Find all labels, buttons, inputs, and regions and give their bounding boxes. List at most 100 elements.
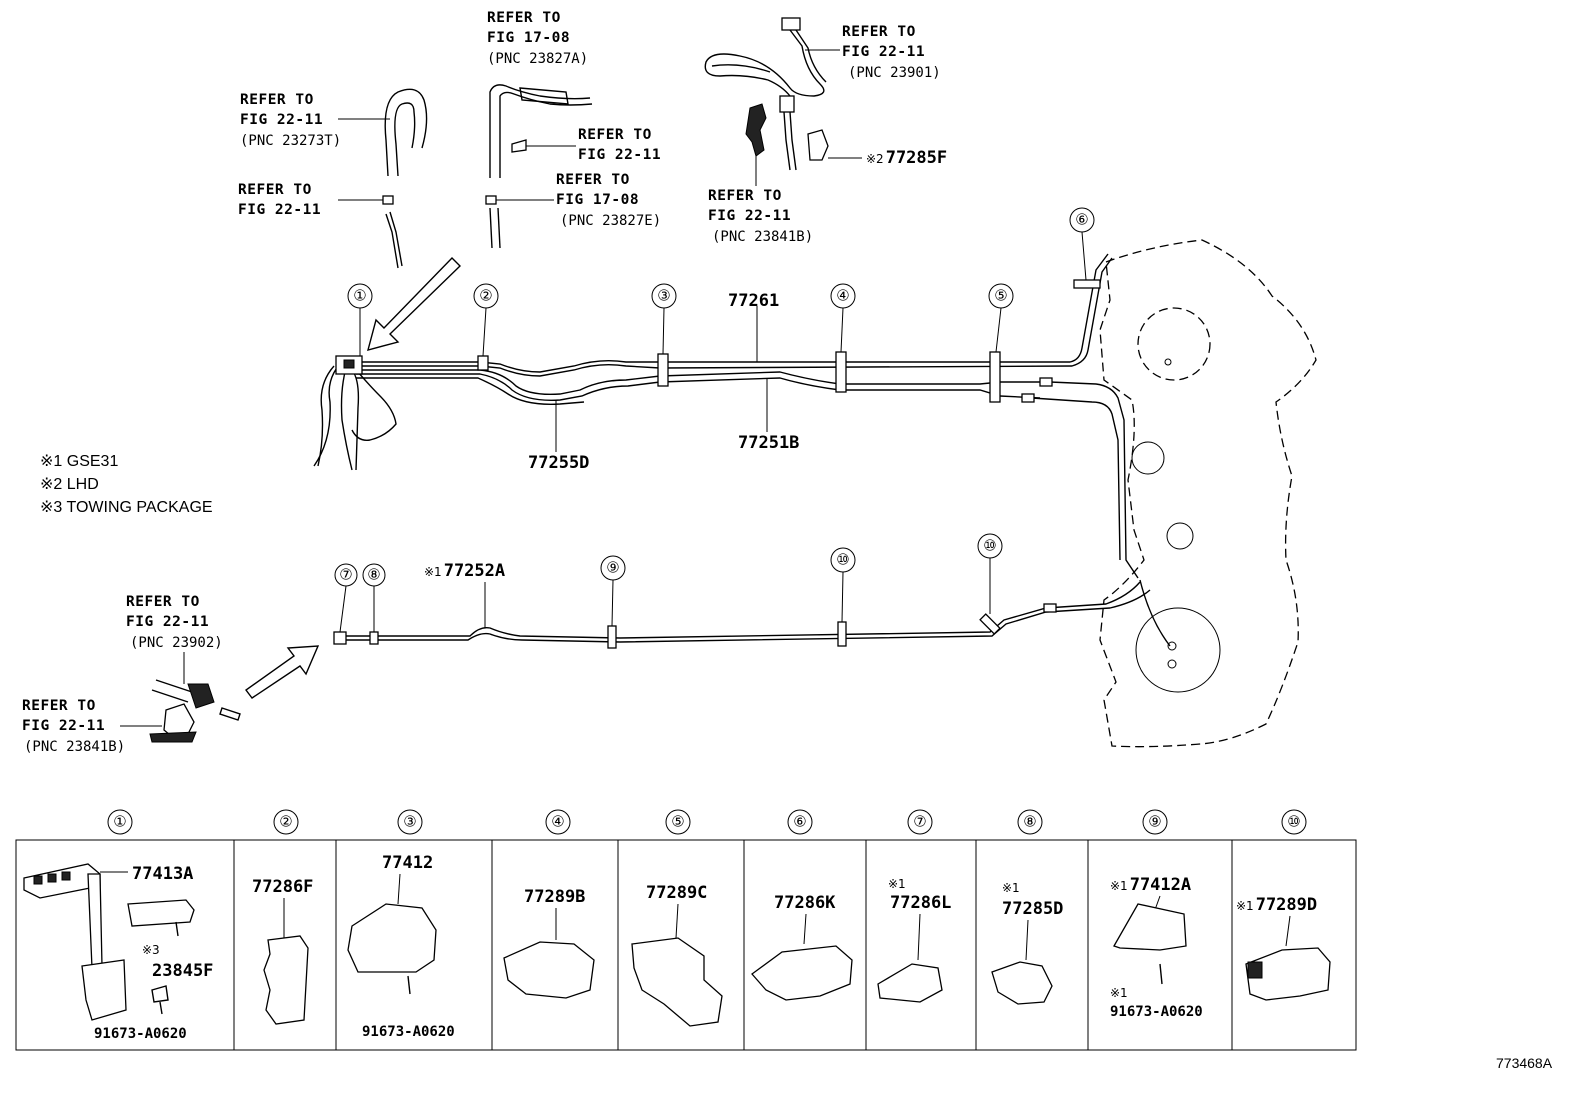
ref-sketch-lower-left xyxy=(149,679,241,743)
fuel-tank-outline xyxy=(1099,239,1317,748)
callout-7 xyxy=(334,563,358,633)
ref-3-line-1: REFER TO xyxy=(487,10,561,26)
svg-text:③: ③ xyxy=(403,814,416,831)
cell-6-sketch xyxy=(751,945,853,1001)
svg-text:(PNC 23827A): (PNC 23827A) xyxy=(487,51,588,67)
svg-text:FIG 17-08: FIG 17-08 xyxy=(487,30,570,46)
ref-sketch-canister-hose xyxy=(704,17,829,171)
svg-text:REFER TO: REFER TO xyxy=(487,10,561,26)
cell-9-sketch xyxy=(1113,903,1187,951)
cell-5-leader xyxy=(675,903,679,939)
main-fuel-lines xyxy=(313,253,1139,579)
callout-3-num: ③ xyxy=(657,288,670,305)
cell-7-sketch xyxy=(877,963,943,1003)
svg-text:④: ④ xyxy=(551,814,564,831)
svg-text:REFER TO: REFER TO xyxy=(842,24,916,40)
callout-10b xyxy=(977,533,1003,614)
cell-9-part-a: 77412A xyxy=(1130,875,1191,895)
ref-7-line-2: FIG 22-11 xyxy=(708,208,791,224)
parts-table xyxy=(15,839,1357,1051)
cell-10-leader xyxy=(1285,915,1291,947)
svg-text:FIG 22-11: FIG 22-11 xyxy=(126,614,209,630)
cell-3-sketch xyxy=(347,903,437,973)
svg-text:REFER TO: REFER TO xyxy=(240,92,314,108)
svg-text:FIG 22-11: FIG 22-11 xyxy=(22,718,105,734)
cell-1-part-c: 91673-A0620 xyxy=(94,1026,187,1042)
tank-port-a xyxy=(1131,441,1165,475)
table-header-4: ④ xyxy=(545,809,571,835)
svg-text:(PNC 23901): (PNC 23901) xyxy=(848,65,941,81)
callout-4 xyxy=(830,283,856,353)
ref-5-line-1: REFER TO xyxy=(556,172,630,188)
cell-1-part-b-mark: ※3 xyxy=(142,943,160,957)
direction-arrow-top xyxy=(367,257,461,351)
clamp-10-lower-a xyxy=(837,621,847,647)
cell-3-part-b: 91673-A0620 xyxy=(362,1024,455,1040)
callout-2 xyxy=(473,283,499,357)
part-77285f-mark: ※2 xyxy=(866,152,884,166)
svg-text:⑥: ⑥ xyxy=(793,814,806,831)
svg-text:(PNC 23827E): (PNC 23827E) xyxy=(560,213,661,229)
cell-9-part-b: 91673-A0620 xyxy=(1110,1004,1203,1020)
table-header-5: ⑤ xyxy=(665,809,691,835)
svg-text:FIG 22-11: FIG 22-11 xyxy=(238,202,321,218)
clamp-9-lower xyxy=(607,625,617,649)
table-header-2: ② xyxy=(273,809,299,835)
callout-8-num: ⑧ xyxy=(367,567,380,584)
svg-text:⑨: ⑨ xyxy=(1148,814,1161,831)
cell-6-part-a: 77286K xyxy=(774,893,836,913)
clamp-8-lower xyxy=(369,631,379,645)
cell-7-mark: ※1 xyxy=(888,877,906,891)
ref-8-line-3: (PNC 23902) xyxy=(130,635,223,651)
cell-5-part-a: 77289C xyxy=(646,883,707,903)
ref-9-line-3: (PNC 23841B) xyxy=(24,739,125,755)
svg-text:※3: ※3 xyxy=(142,943,160,957)
callout-4-num: ④ xyxy=(836,288,849,305)
tank-port-b xyxy=(1166,522,1194,550)
callout-6 xyxy=(1069,207,1095,281)
cell-8-part-a: 77285D xyxy=(1002,899,1063,919)
svg-text:①: ① xyxy=(113,814,126,831)
fuel-sender-cover xyxy=(1135,607,1221,693)
cell-2-part-a: 77286F xyxy=(252,877,313,897)
part-77251b-label: 77251B xyxy=(738,433,799,453)
ref-2-line-2: FIG 22-11 xyxy=(238,202,321,218)
note-2: ※2 LHD xyxy=(40,476,99,493)
ref-4-line-1: REFER TO xyxy=(578,127,652,143)
callout-8 xyxy=(362,563,386,632)
fuel-pump-cover xyxy=(1137,307,1211,381)
svg-text:⑧: ⑧ xyxy=(1023,814,1036,831)
svg-text:FIG 22-11: FIG 22-11 xyxy=(578,147,661,163)
callout-9-num: ⑨ xyxy=(606,560,619,577)
svg-text:FIG 22-11: FIG 22-11 xyxy=(842,44,925,60)
ref-3-line-3: (PNC 23827A) xyxy=(487,51,588,67)
cell-2-sketch xyxy=(263,935,309,1025)
ref-2-line-1: REFER TO xyxy=(238,182,312,198)
ref-8-line-2: FIG 22-11 xyxy=(126,614,209,630)
svg-text:REFER TO: REFER TO xyxy=(556,172,630,188)
svg-text:(PNC 23841B): (PNC 23841B) xyxy=(712,229,813,245)
ref-1-line-3: (PNC 23273T) xyxy=(240,133,341,149)
ref-6-line-2: FIG 22-11 xyxy=(842,44,925,60)
svg-text:(PNC 23841B): (PNC 23841B) xyxy=(24,739,125,755)
cell-1-part-a: 77413A xyxy=(132,864,193,884)
ref-5-line-2: FIG 17-08 xyxy=(556,192,639,208)
svg-text:REFER TO: REFER TO xyxy=(22,698,96,714)
table-header-8: ⑧ xyxy=(1017,809,1043,835)
cell-9-part-b-mark: ※1 xyxy=(1110,986,1128,1000)
callout-10a xyxy=(830,547,856,623)
clamp-7-lower xyxy=(333,631,347,645)
callout-6-num: ⑥ xyxy=(1075,212,1088,229)
callout-5-num: ⑤ xyxy=(994,288,1007,305)
callout-1 xyxy=(347,283,373,356)
part-77255d-label: 77255D xyxy=(528,453,589,473)
ref-8-line-1: REFER TO xyxy=(126,594,200,610)
callout-5 xyxy=(988,283,1014,353)
part-77252a-mark: ※1 xyxy=(424,565,442,579)
svg-text:(PNC 23902): (PNC 23902) xyxy=(130,635,223,651)
cell-5-sketch xyxy=(631,937,723,1027)
cell-8-mark: ※1 xyxy=(1002,881,1020,895)
catalog-id: 773468A xyxy=(1496,1055,1553,1071)
